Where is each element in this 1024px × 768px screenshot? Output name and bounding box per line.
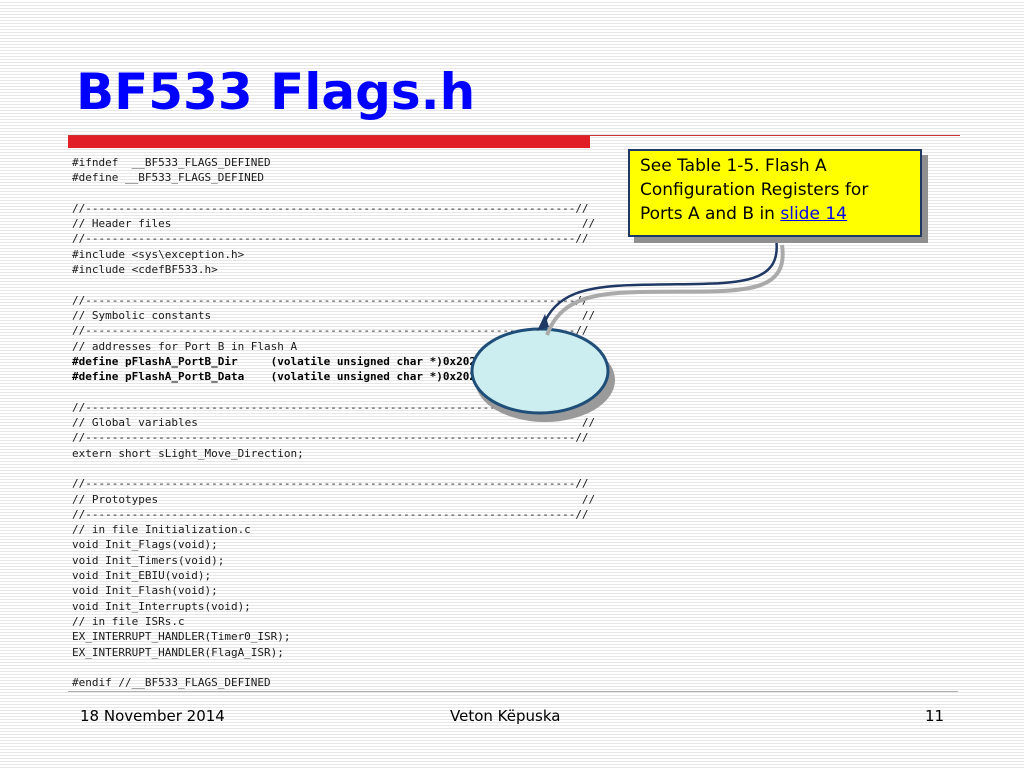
callout-text: See Table 1-5. Flash A Configuration Reg… <box>640 156 869 224</box>
code-line: //--------------------------------------… <box>72 232 589 246</box>
code-line: //--------------------------------------… <box>72 201 589 215</box>
code-line: #define __BF533_FLAGS_DEFINED <box>72 171 265 185</box>
highlight-ellipse <box>470 327 610 415</box>
code-line: #include <cdefBF533.h> <box>72 263 218 277</box>
code-line: EX_INTERRUPT_HANDLER(FlagA_ISR); <box>72 645 284 659</box>
code-line: //--------------------------------------… <box>72 324 589 338</box>
code-listing: #ifndef __BF533_FLAGS_DEFINED #define __B… <box>72 155 595 690</box>
code-line: #ifndef __BF533_FLAGS_DEFINED <box>72 156 271 169</box>
code-line: // Prototypes // <box>72 492 596 506</box>
slide-link[interactable]: slide 14 <box>780 204 847 224</box>
footer-date: 18 November 2014 <box>80 707 225 725</box>
code-line: //--------------------------------------… <box>72 293 589 307</box>
footer-author: Veton Këpuska <box>450 707 561 725</box>
code-line: void Init_Interrupts(void); <box>72 599 251 613</box>
code-line: void Init_Timers(void); <box>72 553 225 567</box>
footer-divider-line <box>68 691 958 692</box>
code-line: // in file ISRs.c <box>72 614 185 628</box>
code-line: void Init_Flash(void); <box>72 584 218 598</box>
title-divider-line <box>68 135 960 136</box>
callout-arrow <box>541 237 778 327</box>
code-line: void Init_Flags(void); <box>72 538 218 552</box>
code-line: // addresses for Port B in Flash A <box>72 339 298 353</box>
callout-arrowhead <box>537 314 549 331</box>
code-line: #endif //__BF533_FLAGS_DEFINED <box>72 676 271 690</box>
footer-page-number: 11 <box>925 707 945 725</box>
code-line: //--------------------------------------… <box>72 477 589 491</box>
callout-arrow-shadow <box>545 244 785 336</box>
code-line: void Init_EBIU(void); <box>72 569 212 583</box>
code-line: #include <sys\exception.h> <box>72 247 245 261</box>
title-accent-bar <box>68 136 590 148</box>
code-line: //--------------------------------------… <box>72 431 589 445</box>
code-line: //--------------------------------------… <box>72 507 589 521</box>
code-line: // Symbolic constants // <box>72 308 596 322</box>
code-line: //--------------------------------------… <box>72 400 589 414</box>
slide-title: BF533 Flags.h <box>76 63 476 121</box>
code-line: // Global variables // <box>72 416 596 430</box>
code-line: extern short sLight_Move_Direction; <box>72 446 304 460</box>
code-line: // in file Initialization.c <box>72 523 251 537</box>
code-line: EX_INTERRUPT_HANDLER(Timer0_ISR); <box>72 630 291 644</box>
callout-box: See Table 1-5. Flash A Configuration Reg… <box>628 149 922 237</box>
code-line: // Header files // <box>72 217 596 231</box>
